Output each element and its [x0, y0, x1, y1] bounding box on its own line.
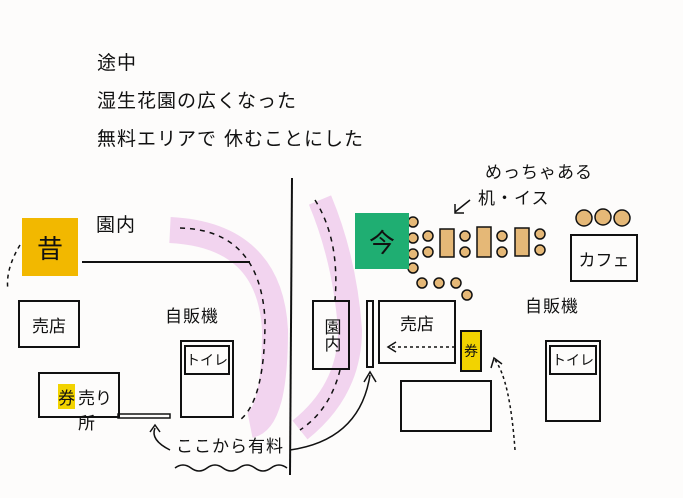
dashed-path-left-2 [179, 227, 266, 421]
tables-and-chairs [407, 208, 631, 301]
title-line-3: 無料エリアで 休むことにした [97, 128, 365, 150]
divider [289, 177, 293, 476]
arrow-to-now [289, 374, 371, 451]
now-label: 今 [355, 213, 409, 269]
park-path-wash-left [169, 217, 289, 438]
vending-label-left: 自販機 [165, 307, 219, 327]
many-label: めっちゃある [485, 163, 593, 183]
ticket-office-box: 券 売り所 [38, 372, 120, 434]
shop-box-left: 売店 [18, 300, 80, 348]
gate-bar [117, 413, 171, 419]
paid-from-here-label: ここから有料 [176, 437, 284, 457]
dashed-path-left [6, 244, 21, 291]
ticket-box-right: 券 [460, 330, 482, 372]
toilet-box-right: トイレ [545, 340, 601, 422]
vending-label-right: 自販機 [525, 297, 579, 317]
building-box-right [400, 380, 492, 432]
ticket-office-label: 売り所 [78, 389, 112, 434]
title-line-2: 湿生花園の広くなった [97, 90, 298, 112]
shop-box-right: 売店 [378, 300, 456, 364]
toilet-label-right: トイレ [549, 345, 597, 375]
toilet-label-left: トイレ [184, 345, 230, 375]
tables-chairs-label: 机・イス [478, 189, 550, 209]
ticket-badge-left: 券 [58, 384, 75, 409]
park-inside-label-right: 園内 [312, 300, 350, 370]
arrow-to-gate [153, 427, 171, 451]
before-label: 昔 [22, 218, 78, 276]
wavy-underline [174, 464, 288, 472]
park-inside-label-left: 園内 [96, 214, 137, 236]
title-line-1: 途中 [97, 52, 138, 74]
gate-bar-right [366, 300, 374, 368]
cafe-box: カフェ [570, 234, 638, 282]
toilet-box-left: トイレ [180, 340, 234, 418]
